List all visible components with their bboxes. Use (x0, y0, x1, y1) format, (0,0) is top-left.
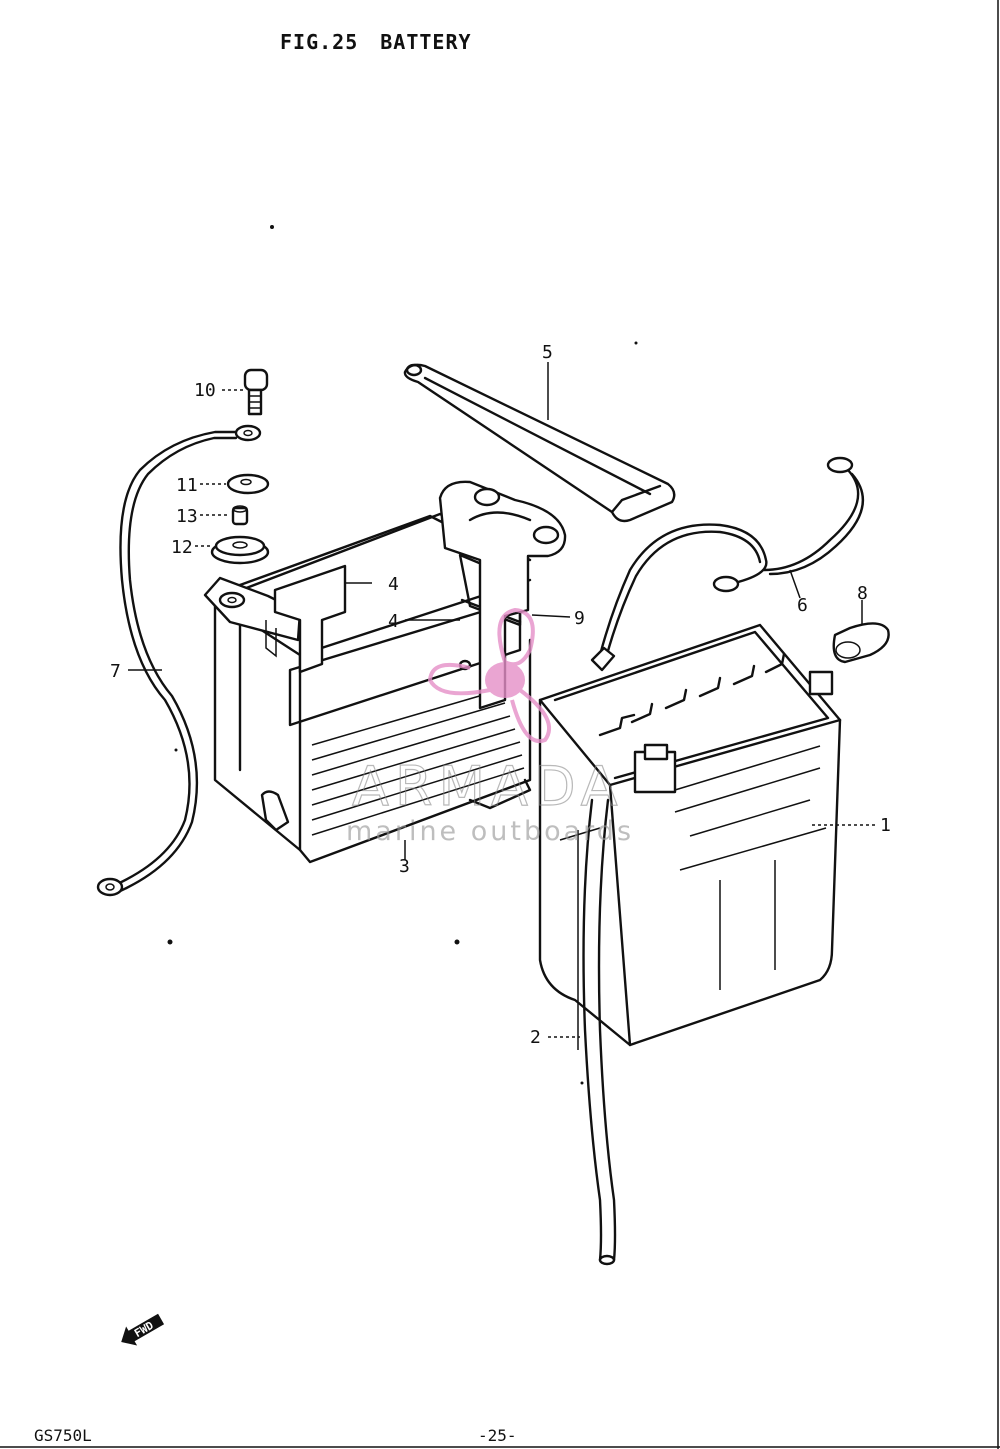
watermark: ARMADA marine outboards (346, 607, 634, 847)
part-battery-strap (403, 363, 676, 523)
callout-1: 1 (880, 815, 891, 836)
callout-4a: 4 (388, 574, 399, 595)
callout-6: 6 (797, 595, 808, 616)
part-cushion (210, 535, 270, 565)
callout-3: 3 (399, 856, 410, 877)
scan-specks (167, 225, 638, 1085)
callout-7: 7 (110, 661, 121, 682)
callout-2: 2 (530, 1027, 541, 1048)
callout-4b: 4 (388, 611, 399, 632)
callout-12: 12 (171, 537, 193, 558)
callout-11: 11 (176, 475, 198, 496)
forward-arrow-icon (121, 1313, 165, 1346)
part-terminal-cover (832, 622, 890, 664)
part-battery (538, 623, 842, 1050)
watermark-tagline: marine outboards (346, 816, 634, 847)
figure-title: FIG.25 BATTERY (280, 30, 494, 54)
leader-lines (128, 362, 876, 1038)
part-bolt (243, 368, 269, 416)
callout-5: 5 (542, 342, 553, 363)
forward-direction-marker: FWD (121, 1313, 165, 1346)
watermark-brand: ARMADA (352, 755, 624, 818)
callout-13: 13 (176, 506, 198, 527)
callout-10: 10 (194, 380, 216, 401)
figure-name: BATTERY (380, 30, 472, 54)
callout-8: 8 (857, 583, 868, 604)
part-washer (226, 473, 270, 495)
part-collar (231, 505, 249, 526)
part-battery-lead (590, 456, 865, 672)
figure-number: FIG.25 (280, 30, 359, 54)
part-breather-hose (582, 798, 617, 1266)
callout-9: 9 (574, 608, 585, 629)
propeller-logo-icon (427, 607, 551, 744)
footer-page-number: -25- (478, 1426, 517, 1445)
footer-model: GS750L (34, 1426, 92, 1445)
part-ground-lead (96, 424, 262, 897)
part-holder-bracket (438, 480, 567, 710)
